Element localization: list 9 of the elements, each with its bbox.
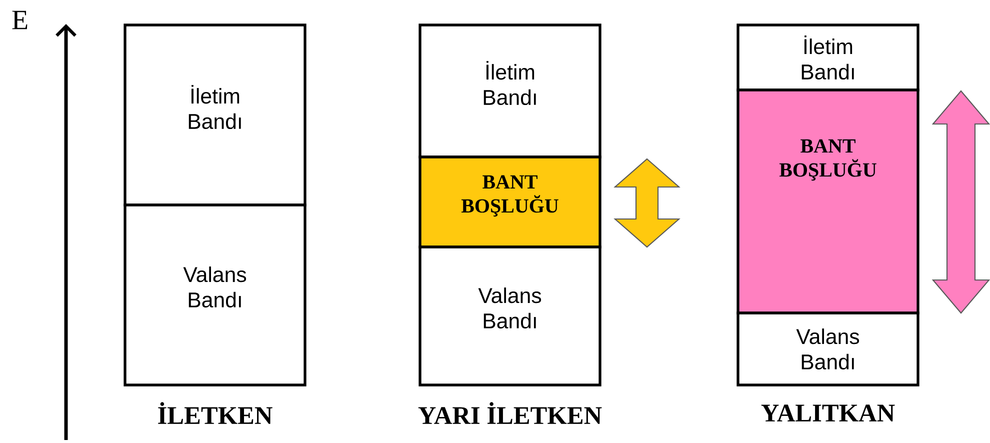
band-box: İletim Bandı: [418, 24, 602, 158]
band-box: İletim Bandı: [124, 24, 306, 206]
band-box: İletim Bandı: [736, 24, 920, 92]
band-box: Valans Bandı: [124, 204, 306, 386]
band-gap-box: BANT BOŞLUĞU: [736, 88, 920, 314]
axis-label: E: [12, 10, 28, 30]
band-gap-box: BANT BOŞLUĞU: [418, 156, 602, 248]
band-box: Valans Bandı: [736, 312, 920, 386]
band-box: Valans Bandı: [418, 246, 602, 386]
